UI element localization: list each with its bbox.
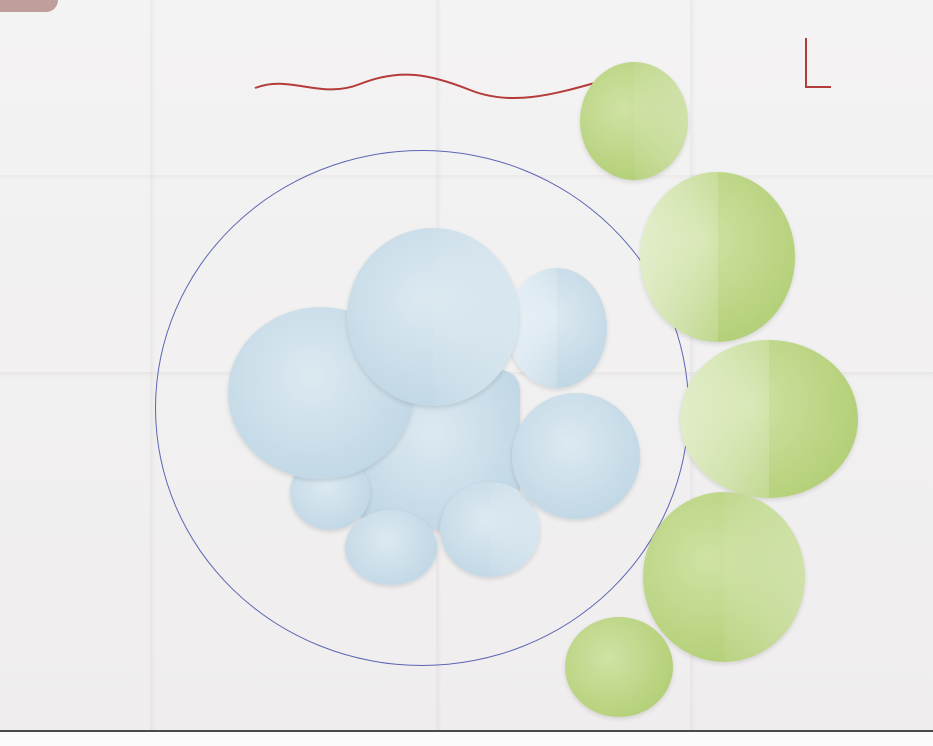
circle-label	[720, 573, 728, 581]
title-underline	[254, 73, 606, 100]
outer-circle-bottom	[565, 617, 673, 717]
inner-circle-top	[347, 228, 519, 406]
circle-label	[615, 663, 623, 671]
outer-circle-lower	[643, 492, 805, 662]
circle-label	[714, 253, 722, 261]
circle-label	[765, 415, 773, 423]
inner-circle-bottom	[345, 510, 437, 585]
corner-tape-mark	[0, 0, 58, 12]
outer-circle-top	[580, 62, 688, 180]
circle-label	[326, 489, 334, 497]
circle-label	[486, 526, 494, 534]
circle-label	[317, 389, 325, 397]
circle-label	[572, 452, 580, 460]
inner-circle-lower-middle	[440, 482, 540, 577]
scan-bottom-edge	[0, 730, 933, 746]
circle-label	[429, 313, 437, 321]
inner-circle-right	[512, 393, 640, 519]
inner-circle-right-upper	[507, 268, 607, 388]
outer-circle-middle	[680, 340, 858, 498]
bracket-mark	[805, 38, 831, 88]
outer-circle-upper	[640, 172, 795, 342]
circle-label	[553, 324, 561, 332]
circle-label	[630, 117, 638, 125]
circle-label	[387, 544, 395, 552]
